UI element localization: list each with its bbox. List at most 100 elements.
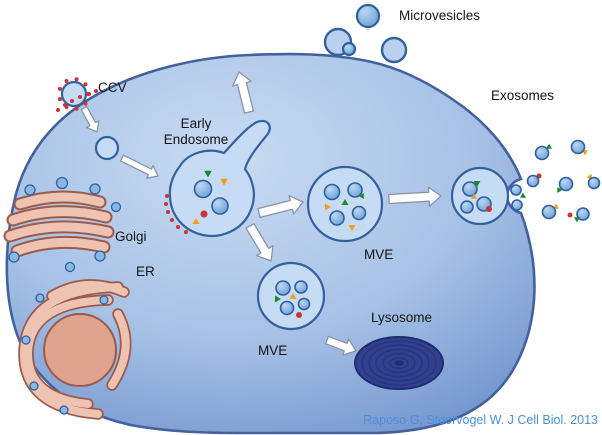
clathrin-dot — [83, 82, 88, 87]
clathrin-dot — [166, 210, 170, 214]
flow-arrow — [80, 105, 100, 133]
exosome — [534, 145, 550, 161]
clathrin-dot — [83, 101, 88, 106]
intraluminal-vesicle — [462, 181, 478, 197]
intraluminal-vesicle — [347, 182, 363, 198]
transport-vesicle — [110, 201, 122, 213]
clathrin-dot — [78, 95, 82, 99]
cargo-triangle-marker — [473, 181, 481, 187]
early-endosome — [168, 119, 271, 237]
cargo-triangle-marker — [204, 170, 212, 178]
label-ccv: CCV — [98, 80, 127, 95]
exosome — [510, 184, 522, 196]
label-lysosome: Lysosome — [371, 310, 432, 325]
microvesicle-free — [355, 3, 381, 29]
lysosome — [354, 336, 444, 390]
intraluminal-vesicle — [351, 205, 367, 221]
intraluminal-vesicle — [329, 210, 345, 226]
intraluminal-vesicle — [294, 280, 308, 294]
label-mve-upper: MVE — [364, 247, 393, 262]
transport-vesicle — [89, 183, 101, 195]
transport-vesicle — [99, 295, 109, 305]
cargo-triangle-marker — [520, 192, 526, 198]
transport-vesicle — [59, 405, 69, 415]
cargo-dot-marker — [200, 210, 208, 218]
microvesicle-small — [341, 41, 357, 57]
clathrin-dot — [56, 108, 60, 112]
exosome — [558, 176, 574, 192]
transport-vesicle — [21, 335, 31, 345]
exosome — [576, 207, 590, 221]
er-central-cisterna — [43, 313, 117, 387]
cargo-dot-marker — [486, 206, 492, 212]
intraluminal-vesicle — [275, 280, 291, 296]
microvesicle-budding-sites — [323, 3, 408, 64]
clathrin-dot — [64, 79, 69, 83]
clathrin-dot — [176, 225, 180, 229]
clathrin-dot — [165, 194, 169, 198]
label-microvesicles: Microvesicles — [399, 8, 480, 23]
exosome — [511, 199, 523, 211]
endoplasmic-reticulum — [18, 279, 132, 420]
clathrin-dot — [57, 97, 62, 102]
intraluminal-vesicle — [460, 200, 474, 214]
flow-arrow — [324, 335, 357, 356]
transport-vesicles — [8, 176, 122, 415]
transport-vesicle — [64, 261, 76, 273]
cargo-triangle-marker — [546, 143, 552, 149]
released-exosomes — [510, 139, 601, 221]
trafficking-arrows — [80, 71, 442, 356]
golgi-apparatus — [3, 190, 115, 258]
exosome — [541, 204, 557, 220]
transport-vesicle — [29, 381, 39, 391]
cargo-dot-marker — [296, 312, 302, 318]
clathrin-dot — [164, 202, 168, 206]
intraluminal-vesicle — [279, 300, 295, 316]
clathrin-dot — [74, 77, 79, 82]
intraluminal-vesicle — [297, 297, 311, 311]
membrane-bud — [380, 36, 408, 64]
intraluminal-vesicle — [211, 197, 229, 215]
flow-arrow — [245, 223, 274, 262]
clathrin-coat-dots — [56, 77, 188, 234]
cargo-triangle-marker — [557, 187, 563, 193]
transport-vesicle — [35, 293, 45, 303]
mve-fusing-plasma-membrane — [450, 166, 510, 226]
transport-vesicle — [24, 184, 36, 196]
cargo-triangle-marker — [325, 203, 331, 211]
citation-text: Raposo G, Stoorvogel W. J Cell Biol. 201… — [363, 413, 598, 427]
label-mve-lower: MVE — [258, 343, 287, 358]
clathrin-dot — [74, 106, 79, 111]
cargo-triangle-marker — [275, 295, 281, 303]
clathrin-dot — [63, 103, 67, 107]
transport-vesicle — [94, 250, 106, 262]
clathrin-dot — [184, 230, 188, 234]
transport-vesicle — [8, 251, 20, 263]
cargo-triangle-marker — [358, 193, 364, 199]
label-early-endosome-line1: Early — [181, 116, 212, 131]
exosome — [587, 176, 601, 190]
cargo-dot-marker — [567, 212, 573, 218]
label-exosomes: Exosomes — [491, 88, 554, 103]
clathrin-dot — [70, 99, 74, 103]
clathrin-dot — [57, 86, 62, 91]
clathrin-coated-vesicle — [60, 80, 88, 108]
exosome — [570, 139, 586, 155]
label-er: ER — [136, 264, 155, 279]
exosome — [526, 174, 540, 188]
carrier-vesicle — [94, 135, 120, 161]
clathrin-dot — [94, 89, 98, 93]
cargo-triangle-marker — [220, 178, 228, 186]
flow-arrow — [257, 195, 304, 219]
cargo-triangle-marker — [348, 225, 356, 231]
clathrin-dot — [170, 218, 174, 222]
label-golgi: Golgi — [115, 229, 147, 244]
label-early-endosome-line2: Endosome — [164, 132, 229, 147]
cargo-triangle-marker — [341, 199, 349, 205]
mve-lower — [256, 261, 326, 331]
flow-arrow — [388, 186, 442, 207]
transport-vesicle — [55, 176, 69, 190]
cargo-triangle-marker — [192, 218, 200, 224]
